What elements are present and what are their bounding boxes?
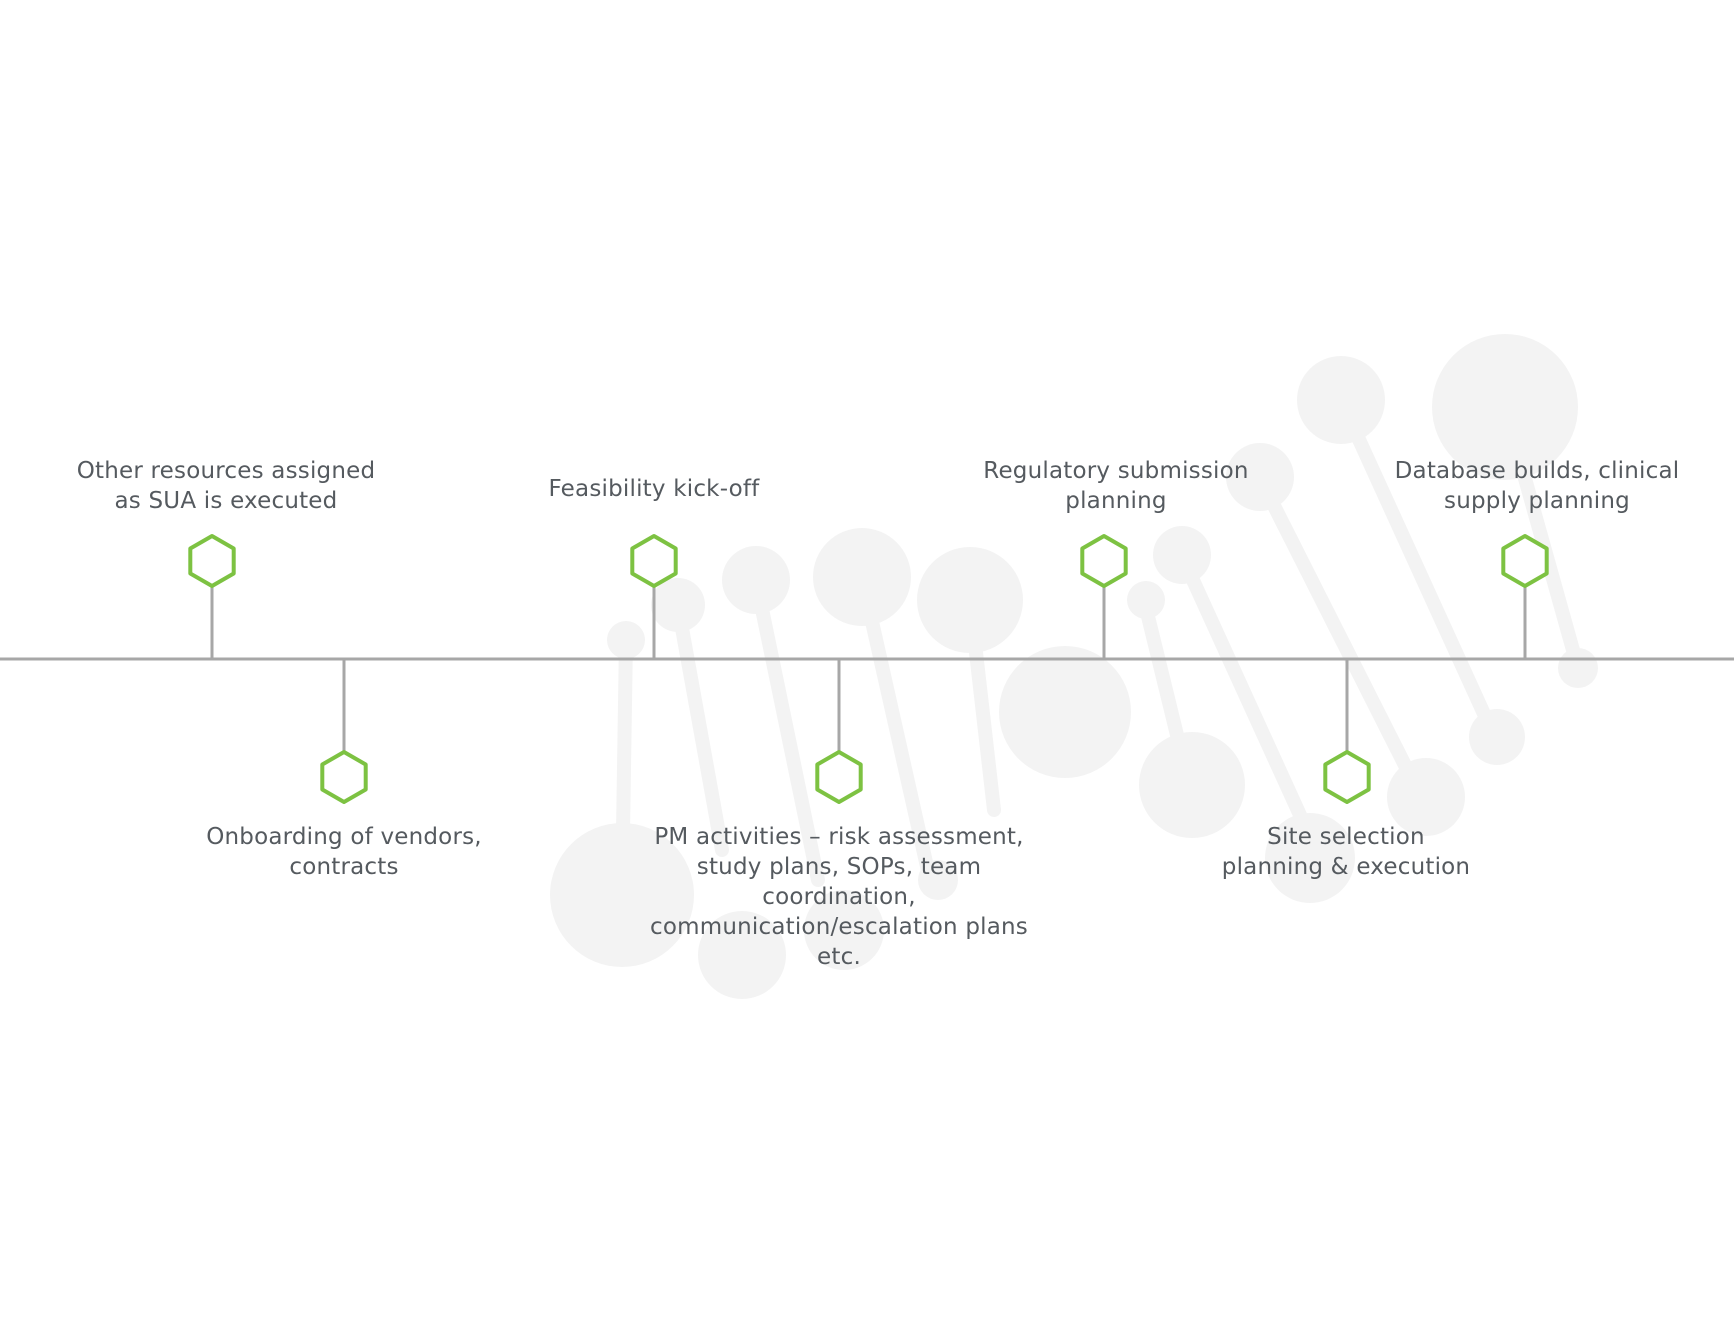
- molecule-atom-3: [813, 528, 911, 626]
- molecule-atom-8: [918, 860, 958, 900]
- milestone-label-m3: Feasibility kick-off: [548, 476, 760, 502]
- molecule-atom-15: [1297, 356, 1385, 444]
- molecule-bond-3: [855, 570, 937, 887]
- milestone-label-m4: PM activities – risk assessment, study p…: [650, 824, 1028, 970]
- hexagon-icon: [815, 750, 863, 804]
- molecule-atom-10: [1127, 581, 1165, 619]
- hexagon-icon: [1080, 534, 1128, 588]
- molecule-atom-6: [698, 911, 786, 999]
- hexagon-icon: [188, 534, 236, 588]
- milestone-label-m7: Database builds, clinical supply plannin…: [1394, 458, 1680, 514]
- molecule-bond-6: [1175, 549, 1307, 822]
- molecule-atom-5: [550, 823, 694, 967]
- hexagon-icon: [630, 534, 678, 588]
- milestone-label-m6: Site selection planning & execution: [1221, 824, 1471, 880]
- molecule-atom-16: [1387, 758, 1465, 836]
- molecule-atom-12: [1139, 732, 1245, 838]
- background-molecule-decoration: [550, 334, 1598, 999]
- molecule-bond-1: [671, 599, 729, 857]
- molecule-atom-9: [999, 646, 1131, 778]
- milestone-markers: [188, 534, 1549, 804]
- molecule-atom-17: [1469, 709, 1525, 765]
- milestone-connectors: [210, 586, 1527, 752]
- hexagon-icon: [1323, 750, 1371, 804]
- molecule-atom-19: [1558, 648, 1598, 688]
- molecule-atom-4: [917, 547, 1023, 653]
- molecule-atom-11: [1153, 526, 1211, 584]
- molecule-atom-2: [722, 546, 790, 614]
- molecule-atom-0: [607, 621, 645, 659]
- hexagon-icon: [1501, 534, 1549, 588]
- milestone-label-m1: Other resources assigned as SUA is execu…: [76, 458, 376, 514]
- molecule-bond-8: [1334, 393, 1502, 745]
- molecule-atom-1: [651, 578, 705, 632]
- molecule-atom-18: [1432, 334, 1578, 480]
- molecule-bond-7: [1253, 471, 1427, 802]
- molecule-atom-7: [804, 890, 884, 970]
- milestone-label-m2: Onboarding of vendors, contracts: [206, 824, 482, 880]
- hexagon-icon: [320, 750, 368, 804]
- molecule-atom-13: [1226, 443, 1294, 511]
- molecule-atom-14: [1265, 813, 1355, 903]
- molecule-bond-2: [749, 573, 825, 887]
- milestone-label-m5: Regulatory submission planning: [983, 458, 1249, 514]
